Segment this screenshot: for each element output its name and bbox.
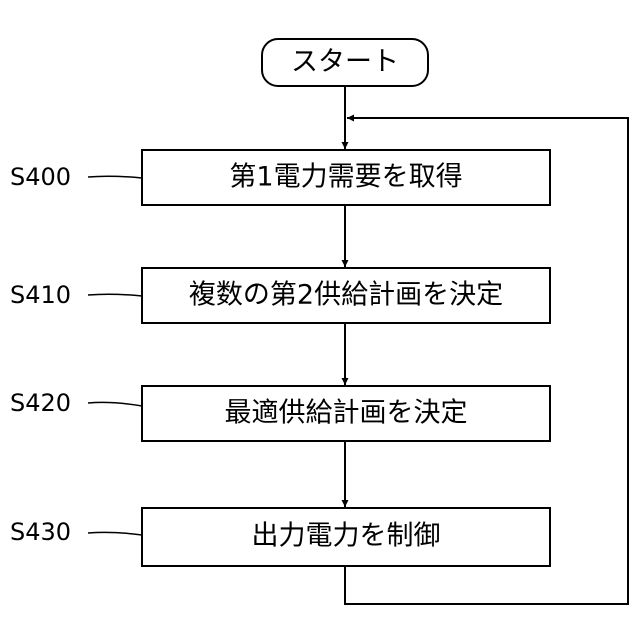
step-s400-id: S400 — [10, 163, 71, 191]
step-s410-text: 複数の第2供給計画を決定 — [189, 280, 503, 311]
step-s420-leader-line — [88, 402, 142, 406]
step-s410-leader-line — [88, 294, 142, 296]
step-s420-text: 最適供給計画を決定 — [225, 398, 468, 429]
step-s430: 出力電力を制御 S430 — [10, 508, 550, 566]
step-s400: 第1電力需要を取得 S400 — [10, 150, 550, 205]
step-s400-leader-line — [88, 176, 142, 178]
step-s430-text: 出力電力を制御 — [252, 521, 441, 552]
start-terminal: スタート — [262, 39, 428, 86]
step-s420-id: S420 — [10, 389, 71, 417]
start-terminal-label: スタート — [291, 47, 399, 78]
step-s420: 最適供給計画を決定 S420 — [10, 386, 550, 441]
step-s400-text: 第1電力需要を取得 — [229, 162, 462, 193]
step-s430-leader-line — [88, 532, 142, 535]
step-s430-id: S430 — [10, 518, 71, 546]
step-s410-id: S410 — [10, 281, 71, 309]
step-s410: 複数の第2供給計画を決定 S410 — [10, 268, 550, 323]
